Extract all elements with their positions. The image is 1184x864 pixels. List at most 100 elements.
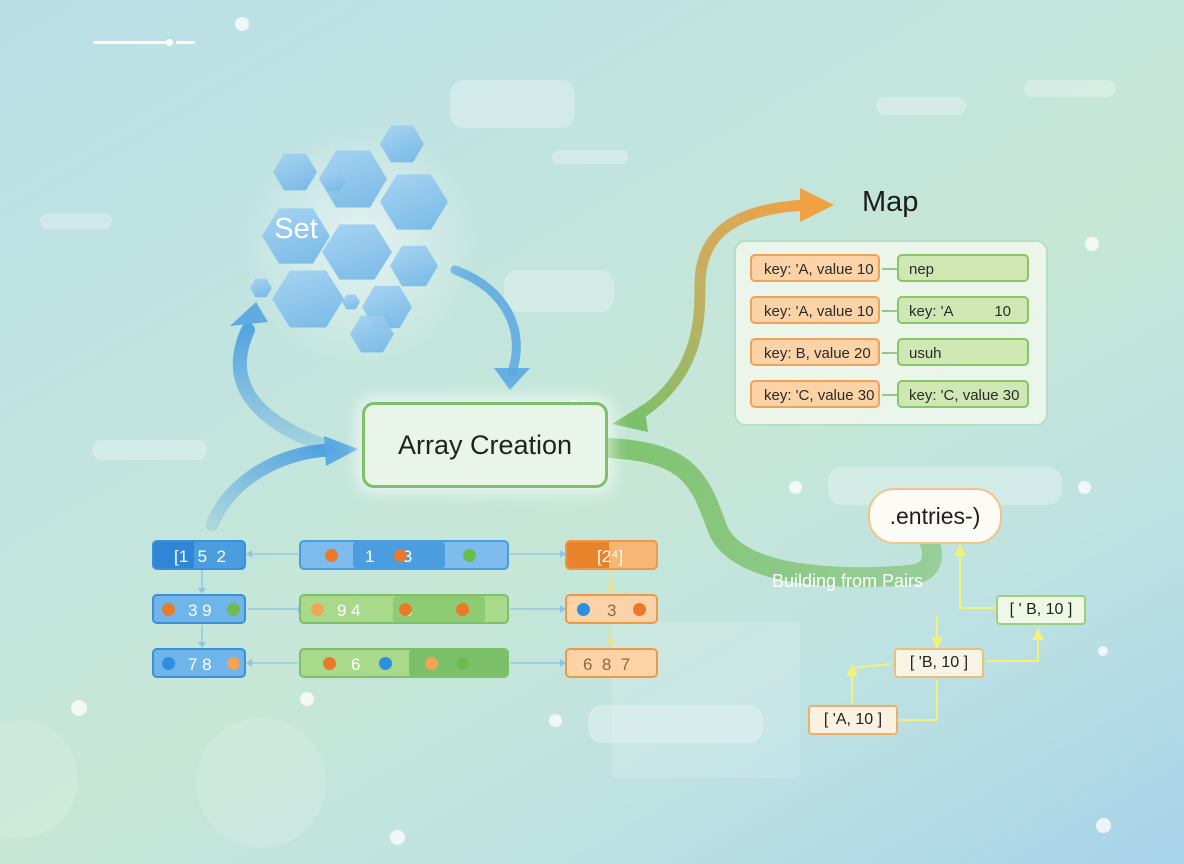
value-dot	[162, 603, 175, 616]
array-entries-flow	[598, 438, 942, 588]
array-row-right: 3	[565, 594, 658, 624]
decor-dot	[1085, 237, 1099, 251]
value-dot	[379, 657, 392, 670]
set-hexagon	[322, 170, 346, 192]
value-dot	[394, 549, 407, 562]
value-dot	[325, 549, 338, 562]
set-hexagon	[380, 125, 424, 163]
row-values-text: 7 8	[188, 655, 212, 674]
pair-arrowhead	[931, 637, 943, 649]
pair-box: [ 'A, 10 ]	[808, 705, 898, 735]
map-value-cell: nep	[897, 254, 1029, 282]
value-dot	[162, 657, 175, 670]
row-arrowhead	[198, 588, 206, 594]
array-creation-node: Array Creation	[362, 402, 608, 488]
array-row-middle: 6	[299, 648, 509, 678]
pair-arrowhead	[1032, 628, 1044, 640]
row-values-text: 6 8 7	[583, 655, 631, 674]
map-value-extra: 10	[994, 303, 1011, 320]
decor-pill	[92, 440, 207, 460]
decor-dot	[235, 17, 249, 31]
row-arrowhead	[607, 586, 615, 592]
decor-dot	[549, 714, 562, 727]
row-chip-accent	[154, 542, 194, 568]
decor-line-dot	[166, 39, 173, 46]
decor-pill	[588, 705, 763, 743]
decor-pill	[876, 97, 966, 115]
pair-arrowhead	[954, 544, 966, 556]
array-row-left: 3 9	[152, 594, 246, 624]
map-row-link	[882, 268, 897, 270]
pair-arrowhead	[846, 664, 858, 676]
map-key-cell: key: 'C, value 30	[750, 380, 880, 408]
row-arrowhead	[246, 550, 252, 558]
map-row-link	[882, 352, 897, 354]
row-arrowhead	[560, 605, 566, 613]
value-dot	[425, 657, 438, 670]
row-values-text: 6	[351, 655, 361, 674]
map-row-link	[882, 394, 897, 396]
row-arrowhead	[246, 659, 252, 667]
decor-pill	[504, 270, 614, 312]
decor-dot	[71, 700, 87, 716]
value-dot	[311, 603, 324, 616]
array-row-left: [1 5 2	[152, 540, 246, 570]
pair-connector	[851, 663, 891, 704]
decor-pill	[40, 213, 112, 229]
map-value-text: key: 'A	[909, 303, 954, 320]
map-title: Map	[862, 186, 919, 218]
pair-box: [ 'B, 10 ]	[894, 648, 984, 678]
set-hexagon	[380, 174, 448, 230]
map-value-text: nep	[909, 261, 935, 278]
rows-to-array-arrowhead	[324, 436, 358, 466]
pair-connector	[898, 680, 938, 721]
map-key-cell: key: B, value 20	[750, 338, 880, 366]
decor-circle	[196, 718, 326, 848]
set-hexagon	[342, 294, 360, 310]
entries-method-node: .entries-)	[868, 488, 1002, 544]
decor-dot	[300, 692, 314, 706]
row-arrowhead	[560, 659, 566, 667]
array-row-right: 6 8 7	[565, 648, 658, 678]
array-row-left: 7 8	[152, 648, 246, 678]
set-hexagon	[262, 208, 330, 264]
row-arrowhead	[607, 640, 615, 646]
decor-line	[93, 41, 168, 44]
set-hexagon	[273, 153, 317, 191]
decor-pill	[450, 80, 575, 128]
array-arrowhead	[612, 404, 648, 432]
row-chip-accent	[567, 542, 609, 568]
set-hexagon	[250, 278, 272, 298]
value-dot	[463, 549, 476, 562]
set-hexagon	[350, 315, 394, 353]
map-arrowhead	[800, 188, 834, 222]
value-dot	[323, 657, 336, 670]
decor-dot	[390, 830, 405, 845]
decor-pill	[1024, 80, 1116, 97]
building-from-pairs-label: Building from Pairs	[772, 571, 924, 591]
map-key-cell: key: 'A, value 10	[750, 296, 880, 324]
set-to-array-arrowhead	[494, 368, 530, 390]
array-row-middle: 1 3	[299, 540, 509, 570]
pair-connector	[986, 636, 1039, 662]
decor-line	[176, 41, 195, 44]
row-values-text: 3 9	[188, 601, 212, 620]
array-row-middle: 9 4 6	[299, 594, 509, 624]
row-values-text: [1 5 2	[174, 547, 226, 566]
row-values-text: 3	[607, 601, 617, 620]
array-map-arrow	[624, 199, 814, 426]
decor-dot	[789, 481, 802, 494]
value-dot	[399, 603, 412, 616]
decor-dot	[1098, 646, 1108, 656]
row-values-text: [2⁴]	[597, 547, 624, 566]
row-arrowhead	[560, 550, 566, 558]
row-values-text: 1 3	[365, 547, 413, 566]
set-label: Set	[274, 213, 318, 245]
map-value-text: key: 'C, value 30	[909, 387, 1020, 404]
pair-connector	[959, 552, 996, 609]
value-dot	[456, 657, 469, 670]
row-arrowhead	[198, 642, 206, 648]
decor-dot	[1078, 481, 1091, 494]
